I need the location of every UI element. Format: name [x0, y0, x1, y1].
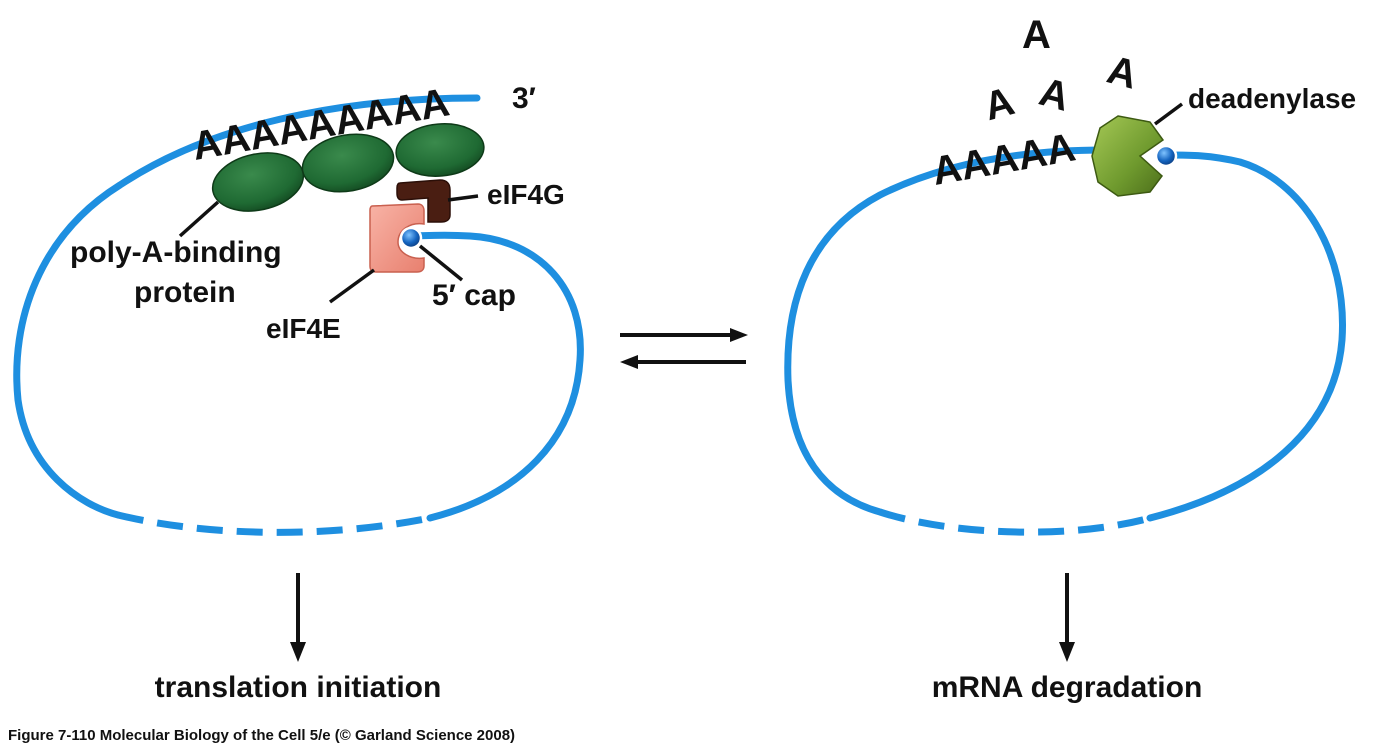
poly-a-binding-protein-3: [395, 123, 485, 177]
pabp-label-line1: poly-A-binding: [70, 236, 282, 269]
right-mrna-strand-return: [1146, 151, 1347, 522]
mrna-degradation-label: mRNA degradation: [932, 671, 1203, 704]
right-mrna-strand: [784, 146, 1109, 516]
five-prime-cap-label: 5′ cap: [432, 279, 516, 312]
right-mrna-dashed-segment: [878, 508, 1151, 536]
pabp-label-line2: protein: [134, 276, 236, 309]
right-five-prime-cap: [1154, 144, 1178, 168]
three-prime-label: 3′: [512, 82, 536, 115]
equilibrium-arrows: [620, 328, 748, 369]
eif4e-label: eIF4E: [266, 313, 341, 344]
five-prime-cap: [399, 226, 423, 250]
released-a-3: A: [1035, 70, 1074, 120]
deadenylase-label: deadenylase: [1188, 83, 1356, 114]
pabp-leader-line: [178, 200, 220, 238]
released-a-2: A: [980, 79, 1019, 129]
left-mrna-dashed-segment: [117, 511, 431, 536]
eif4g-leader-line: [447, 194, 479, 202]
left-mrna-strand-return: [408, 231, 584, 522]
poly-a-binding-protein-2: [301, 133, 395, 193]
deadenylase-leader-line: [1153, 102, 1184, 126]
eif4g-label: eIF4G: [487, 179, 565, 210]
released-a-1: A: [1022, 13, 1051, 57]
figure-caption: Figure 7-110 Molecular Biology of the Ce…: [8, 727, 515, 744]
left-mrna-strand: [13, 94, 481, 519]
released-a-4: A: [1103, 48, 1142, 98]
eif4g-protein: [396, 179, 451, 223]
right-poly-a-tail: AAAAA: [929, 125, 1079, 193]
eif4e-protein: [369, 203, 425, 273]
right-panel: AAAAA A A A A deadenylase mRNA degradati…: [784, 13, 1356, 704]
left-down-arrow-head: [290, 642, 306, 662]
right-down-arrow-head: [1059, 642, 1075, 662]
reverse-arrow-head: [620, 355, 638, 369]
translation-initiation-label: translation initiation: [155, 671, 442, 704]
five-prime-cap-leader-line: [418, 244, 464, 282]
deadenylase-enzyme: [1091, 115, 1165, 197]
left-panel: AAAAAAAAA 3′ eIF4G 5′ cap eIF4E poly-A-b…: [13, 80, 584, 704]
eif4e-leader-line: [328, 268, 376, 304]
forward-arrow-head: [730, 328, 748, 342]
